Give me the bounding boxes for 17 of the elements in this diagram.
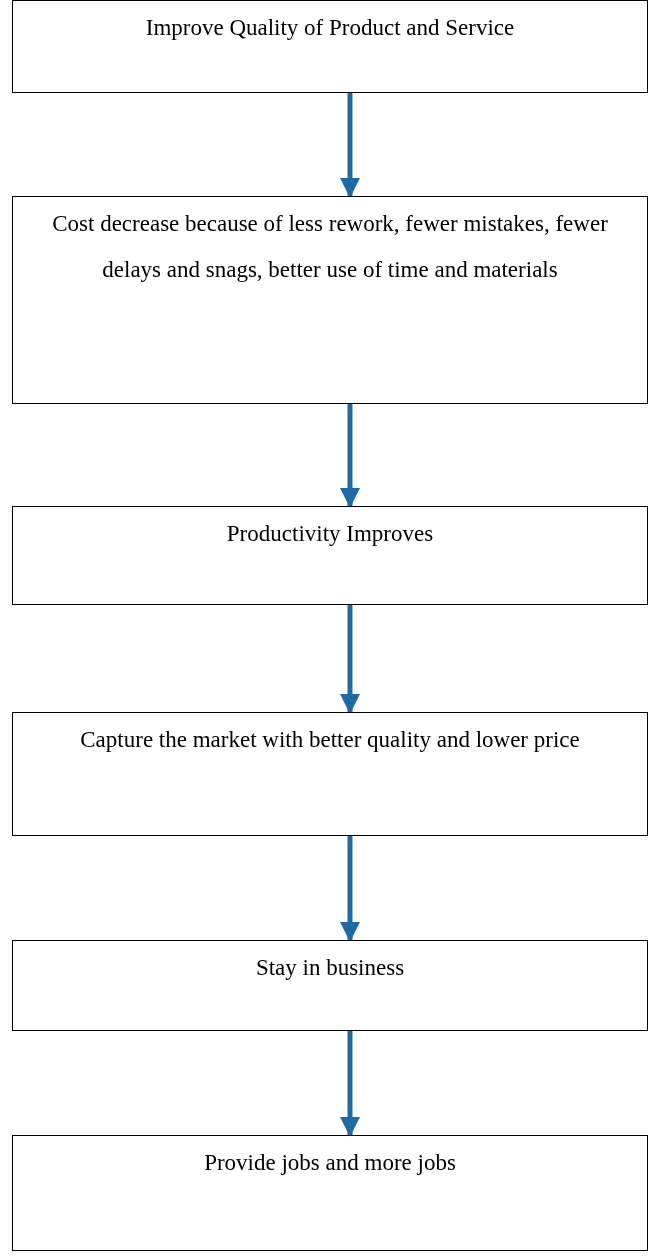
process-box — [12, 940, 648, 1031]
process-box — [12, 712, 648, 836]
process-box — [12, 506, 648, 605]
arrow — [340, 93, 360, 198]
process-box — [12, 1135, 648, 1251]
box-text: Stay in business — [254, 954, 406, 982]
process-box — [12, 196, 648, 404]
arrow — [340, 605, 360, 714]
process-box — [12, 0, 648, 93]
box-text: Improve Quality of Product and Service — [144, 14, 516, 42]
arrow — [340, 404, 360, 508]
box-text: Provide jobs and more jobs — [203, 1149, 457, 1177]
arrow — [340, 836, 360, 942]
box-text: Productivity Improves — [225, 520, 435, 548]
box-text: Capture the market with better quality and lower price — [79, 726, 581, 754]
arrow — [340, 1031, 360, 1137]
box-text: Cost decrease because of less rework, fewer mistakes, fewer delays and snags, better use of time and materials — [51, 210, 609, 284]
